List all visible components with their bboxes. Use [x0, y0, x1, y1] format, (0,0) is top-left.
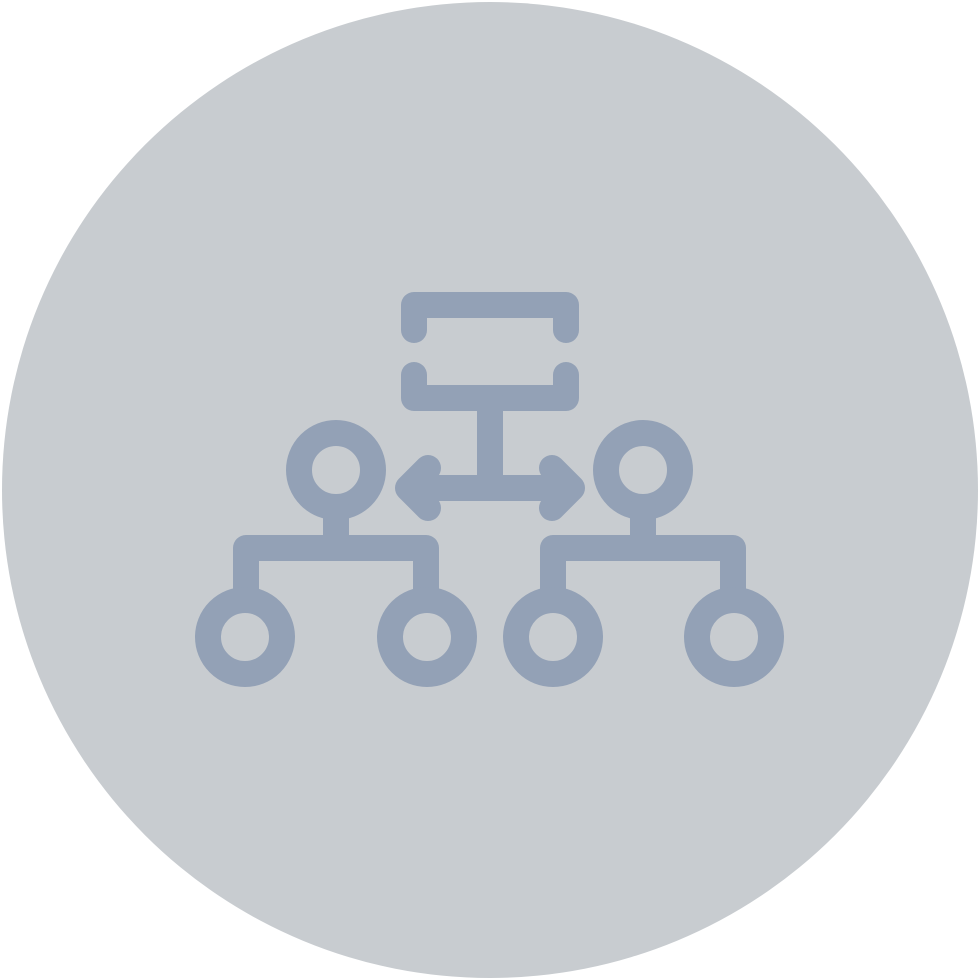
left-branch	[233, 535, 439, 605]
right-child-node-2	[684, 587, 784, 687]
arrow-left-head	[395, 455, 441, 521]
left-child-node-1	[195, 587, 295, 687]
right-branch	[540, 535, 746, 605]
root-box-top	[401, 292, 579, 343]
arrow-right-head	[539, 455, 585, 521]
hierarchy-diagram	[195, 292, 784, 687]
right-child-node-1	[503, 587, 603, 687]
left-child-node-2	[377, 587, 477, 687]
